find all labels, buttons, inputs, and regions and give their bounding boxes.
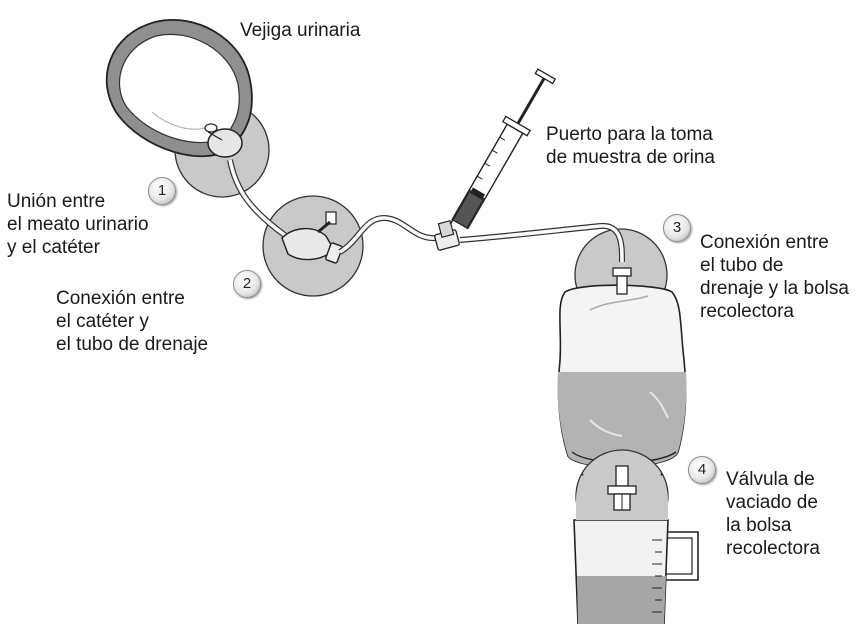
syringe: [448, 67, 559, 231]
badge-1: 1: [148, 177, 176, 205]
label-drain-valve: Válvula de vaciado de la bolsa recolecto…: [726, 468, 820, 560]
label-catheter-tube-connection: Conexión entre el catéter y el tubo de d…: [56, 287, 208, 356]
label-tube-bag-connection: Conexión entre el tubo de drenaje y la b…: [700, 231, 849, 323]
label-meatus-junction: Unión entre el meato urinario y el catét…: [7, 190, 149, 259]
badge-3: 3: [663, 214, 691, 242]
badge-4: 4: [688, 456, 716, 484]
sample-port: [434, 221, 459, 251]
measuring-jug: [574, 520, 698, 624]
label-sample-port: Puerto para la toma de muestra de orina: [546, 123, 715, 169]
badge-2: 2: [233, 270, 261, 298]
label-bladder: Vejiga urinaria: [240, 19, 360, 42]
collection-bag: [557, 285, 686, 467]
bag-inlet-fitting: [613, 268, 631, 276]
